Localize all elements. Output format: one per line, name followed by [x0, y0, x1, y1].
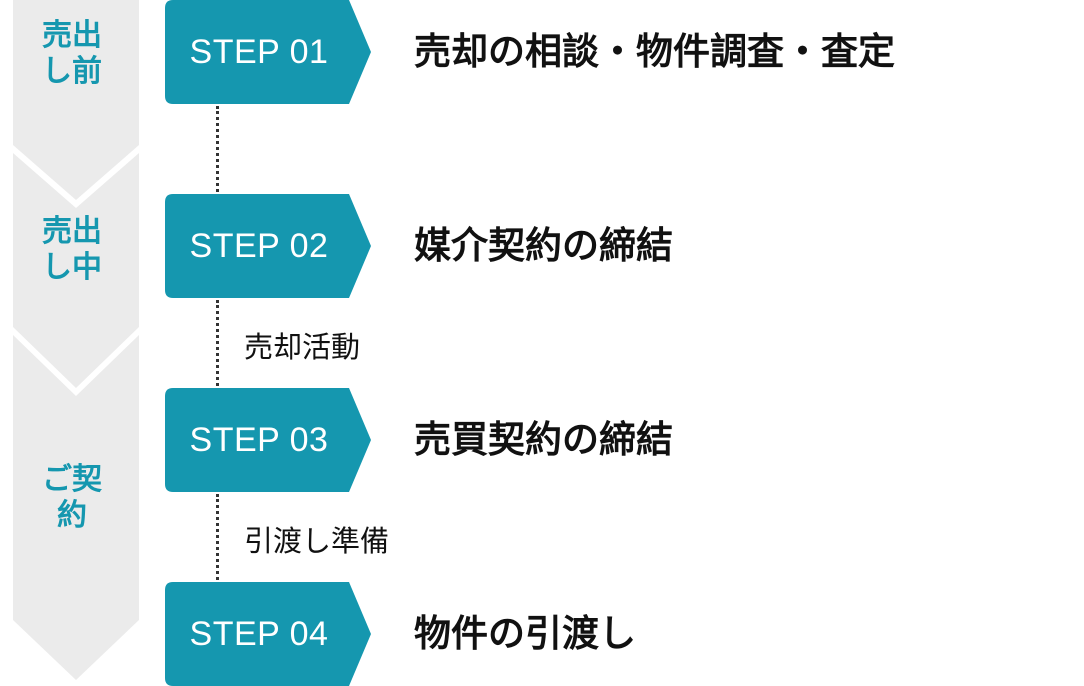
step-badge-shape [165, 582, 371, 686]
connector-step1-step2 [216, 106, 219, 192]
connector-step3-step4 [216, 494, 219, 580]
step-badge-label: STEP 04 [189, 615, 329, 653]
step-title-01: 売却の相談・物件調査・査定 [414, 30, 895, 73]
phase-label-before-sale: 売出し前 [42, 18, 102, 89]
step-badge-label: STEP 02 [189, 227, 329, 265]
step-badge-02: STEP 02 [165, 194, 371, 298]
step-badge-04: STEP 04 [165, 582, 371, 686]
phase-segment-contract [13, 335, 139, 680]
phase-label-contract: ご契約 [42, 462, 102, 533]
step-title-04: 物件の引渡し [414, 612, 636, 655]
phase-segment-on-sale [13, 153, 139, 388]
connector-note-sales-activity: 売却活動 [244, 330, 361, 364]
step-badge-03: STEP 03 [165, 388, 371, 492]
connector-note-handover-prep: 引渡し準備 [244, 524, 390, 558]
connector-step2-step3 [216, 300, 219, 386]
step-badge-label: STEP 01 [189, 33, 329, 71]
step-title-03: 売買契約の締結 [414, 418, 673, 461]
step-title-02: 媒介契約の締結 [414, 224, 673, 267]
phase-label-on-sale: 売出し中 [42, 214, 102, 285]
step-badge-shape [165, 0, 371, 104]
phase-segment-before-sale [13, 0, 139, 200]
step-badge-01: STEP 01 [165, 0, 371, 104]
step-badge-shape [165, 194, 371, 298]
phase-column [13, 0, 139, 680]
step-badge-label: STEP 03 [189, 421, 329, 459]
step-badge-shape [165, 388, 371, 492]
